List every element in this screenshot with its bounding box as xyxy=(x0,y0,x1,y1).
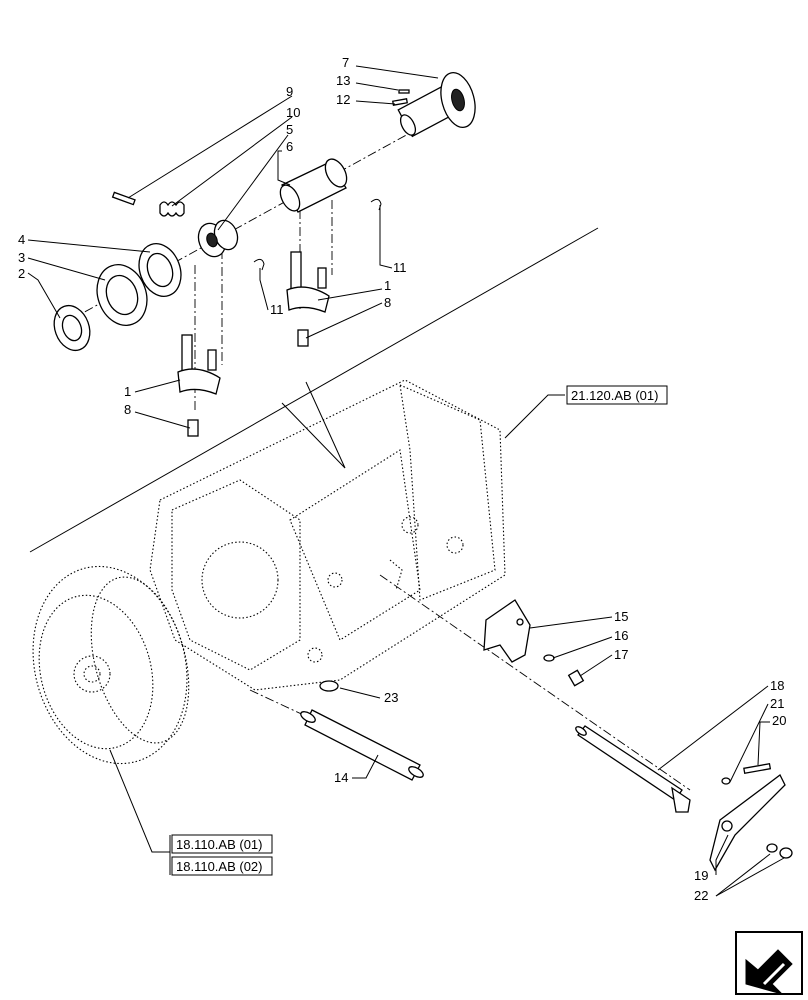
section-divider-notch xyxy=(281,381,346,469)
callout-6: 6 xyxy=(286,139,293,154)
part-10-spring xyxy=(159,201,185,217)
part-8-bolt-upper xyxy=(297,329,309,347)
callout-23: 23 xyxy=(384,690,398,705)
part-15-bracket xyxy=(483,599,531,663)
part-5-release-bearing xyxy=(197,219,239,258)
callout-9: 9 xyxy=(286,84,293,99)
callout-17: 17 xyxy=(614,647,628,662)
part-2-seal xyxy=(53,304,91,352)
ref-text-transmission: 21.120.AB (01) xyxy=(571,388,658,403)
leader-lines xyxy=(27,65,785,897)
callout-7: 7 xyxy=(342,55,349,70)
callout-labels: 9 10 5 6 7 13 12 4 3 2 11 11 1 8 1 8 15 … xyxy=(18,55,786,903)
part-16-washer xyxy=(543,654,555,662)
part-19-lever-arm xyxy=(709,774,786,872)
ref-box-transmission[interactable]: 21.120.AB (01) xyxy=(566,385,668,405)
callout-11-right: 11 xyxy=(393,260,407,275)
part-20-bolt xyxy=(743,763,772,774)
callout-14: 14 xyxy=(334,770,348,785)
part-23-o-ring xyxy=(319,680,339,692)
part-14-shaft xyxy=(300,709,424,781)
callout-11-left: 11 xyxy=(270,302,284,317)
callout-2: 2 xyxy=(18,266,25,281)
part-18-shaft-lever xyxy=(575,725,691,813)
callout-5: 5 xyxy=(286,122,293,137)
callout-20: 20 xyxy=(772,713,786,728)
part-11-clip-a xyxy=(253,258,265,271)
callout-19: 19 xyxy=(694,868,708,883)
ref-box-clutch[interactable]: 18.110.AB (01) 18.110.AB (02) xyxy=(169,834,273,876)
part-1-fork-lower xyxy=(177,334,221,395)
clutch-assembly xyxy=(32,565,190,765)
transmission-housing xyxy=(149,379,506,691)
callout-4: 4 xyxy=(18,232,25,247)
part-12-bolt xyxy=(392,98,408,106)
callout-1-lower: 1 xyxy=(124,384,131,399)
part-9-pin xyxy=(111,191,136,206)
callout-8-lower: 8 xyxy=(124,402,131,417)
ref-text-clutch-2: 18.110.AB (02) xyxy=(176,859,262,874)
callout-8-upper: 8 xyxy=(384,295,391,310)
callout-12: 12 xyxy=(336,92,350,107)
part-11-clip-b xyxy=(370,198,382,211)
part-21-washer xyxy=(721,777,731,785)
part-1-fork-upper xyxy=(286,251,330,313)
part-22-nut-washer xyxy=(766,843,793,859)
ref-text-clutch-1: 18.110.AB (01) xyxy=(176,837,262,852)
callout-21: 21 xyxy=(770,696,784,711)
back-arrow-icon[interactable] xyxy=(735,931,803,995)
part-6-bearing-sleeve xyxy=(279,158,348,213)
callout-13: 13 xyxy=(336,73,350,88)
part-8-bolt-lower xyxy=(187,419,199,437)
callout-15: 15 xyxy=(614,609,628,624)
callout-1-upper: 1 xyxy=(384,278,391,293)
part-3-bearing-ring xyxy=(96,264,148,326)
part-17-bolt xyxy=(567,669,585,687)
axis-line-lower xyxy=(379,574,691,791)
part-7-flange-tube xyxy=(397,71,476,138)
callout-16: 16 xyxy=(614,628,628,643)
callout-18: 18 xyxy=(770,678,784,693)
part-4-seal-ring xyxy=(138,243,182,297)
part-13-pin xyxy=(398,89,410,94)
callout-10: 10 xyxy=(286,105,300,120)
callout-3: 3 xyxy=(18,250,25,265)
callout-22: 22 xyxy=(694,888,708,903)
section-divider xyxy=(29,227,599,553)
